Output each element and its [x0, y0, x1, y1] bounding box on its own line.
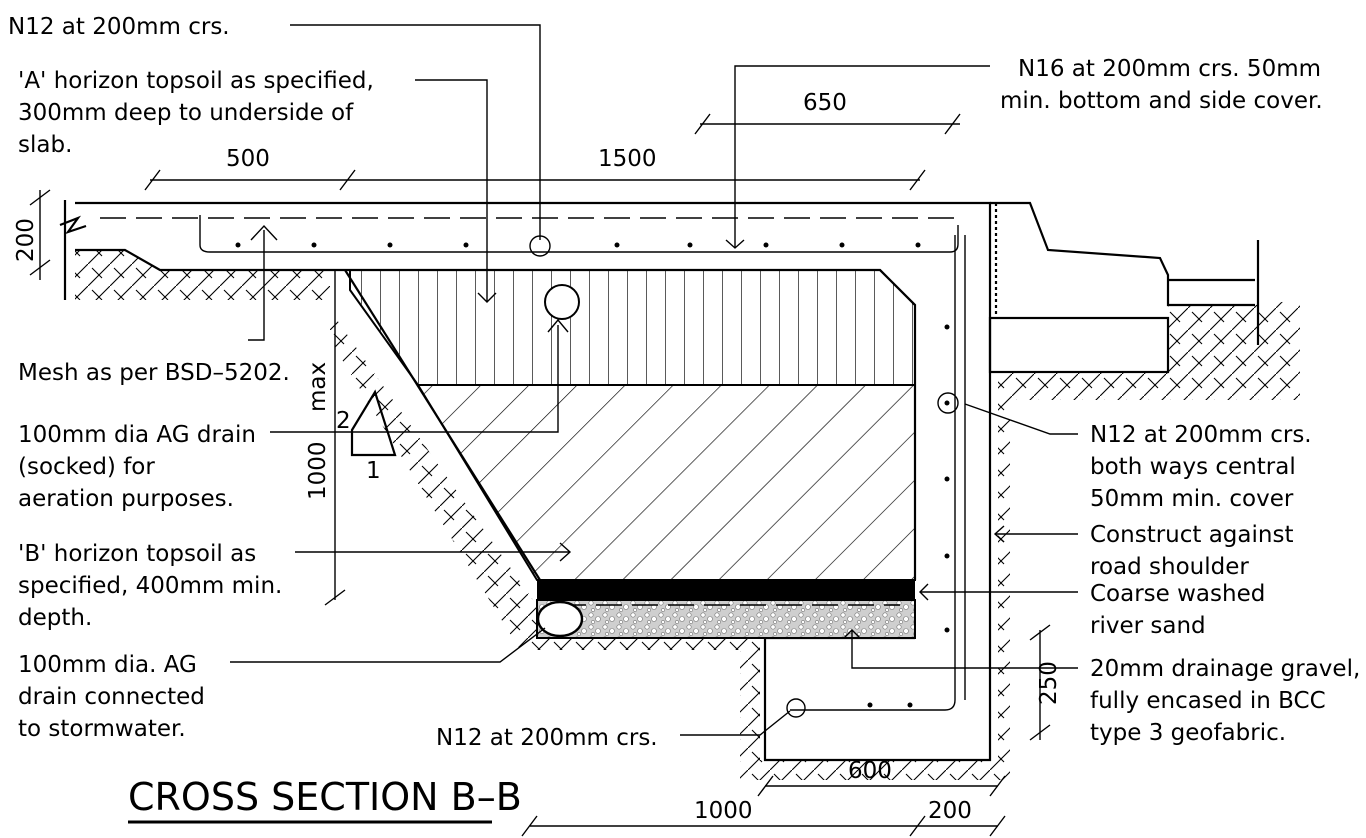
- coarse-sand-layer: [537, 580, 915, 600]
- note-construct-1: Construct against: [1090, 522, 1293, 548]
- dim-max-label: max: [305, 362, 331, 412]
- note-n16-1: N16 at 200mm crs. 50mm: [1018, 56, 1321, 82]
- dim-1000-max: 1000: [305, 441, 331, 500]
- note-stormwater-3: to stormwater.: [18, 716, 186, 742]
- leader-lines: [230, 24, 1078, 736]
- slope-run-label: 1: [366, 458, 381, 484]
- note-sand-2: river sand: [1090, 613, 1206, 639]
- note-n16-2: min. bottom and side cover.: [1000, 88, 1323, 114]
- dim-1000-bottom: 1000: [694, 798, 753, 824]
- mesh-line: [199, 215, 959, 253]
- dim-250: 250: [1036, 661, 1062, 705]
- note-stormwater-1: 100mm dia. AG: [18, 652, 197, 678]
- dim-650: 650: [803, 90, 847, 116]
- note-n12-both-3: 50mm min. cover: [1090, 486, 1294, 512]
- slope-rise-label: 2: [336, 408, 351, 434]
- wall-reinforcement: [790, 235, 956, 711]
- note-a-horizon-1: 'A' horizon topsoil as specified,: [18, 68, 374, 94]
- slope-triangle: [350, 389, 397, 457]
- note-b-horizon-2: specified, 400mm min.: [18, 573, 282, 599]
- dimension-lines: [29, 113, 1051, 837]
- note-gravel-3: type 3 geofabric.: [1090, 720, 1286, 746]
- note-sand-1: Coarse washed: [1090, 581, 1265, 607]
- road-kerb: [988, 201, 1260, 374]
- note-stormwater-2: drain connected: [18, 684, 205, 710]
- break-line-left: [59, 200, 87, 300]
- ag-drain-aeration-pipe: [544, 284, 580, 320]
- reinforcement-dots: [235, 242, 950, 708]
- ag-drain-pipe-bottom: [536, 600, 584, 638]
- note-ag-drain-1: 100mm dia AG drain: [18, 422, 256, 448]
- dim-600: 600: [848, 758, 892, 784]
- note-a-horizon-3: slab.: [18, 132, 72, 158]
- note-n12-top: N12 at 200mm crs.: [8, 14, 230, 40]
- note-construct-2: road shoulder: [1090, 554, 1249, 580]
- note-n12-both-1: N12 at 200mm crs.: [1090, 422, 1312, 448]
- drawing-title: CROSS SECTION B–B: [128, 775, 522, 819]
- note-gravel-2: fully encased in BCC: [1090, 688, 1326, 714]
- dim-200-slab: 200: [13, 218, 39, 262]
- dim-200-bottom: 200: [928, 798, 972, 824]
- note-mesh: Mesh as per BSD–5202.: [18, 360, 290, 386]
- note-ag-drain-2: (socked) for: [18, 454, 155, 480]
- note-b-horizon-1: 'B' horizon topsoil as: [18, 541, 256, 567]
- note-n12-both-2: both ways central: [1090, 454, 1296, 480]
- note-gravel-1: 20mm drainage gravel,: [1090, 656, 1360, 682]
- note-b-horizon-3: depth.: [18, 605, 92, 631]
- dim-500: 500: [226, 146, 270, 172]
- batter-line: [344, 269, 541, 581]
- note-ag-drain-3: aeration purposes.: [18, 486, 234, 512]
- note-a-horizon-2: 300mm deep to underside of: [18, 100, 354, 126]
- dim-1500: 1500: [598, 146, 657, 172]
- note-n12-bottom: N12 at 200mm crs.: [436, 725, 658, 751]
- a-horizon-topsoil: [349, 269, 916, 386]
